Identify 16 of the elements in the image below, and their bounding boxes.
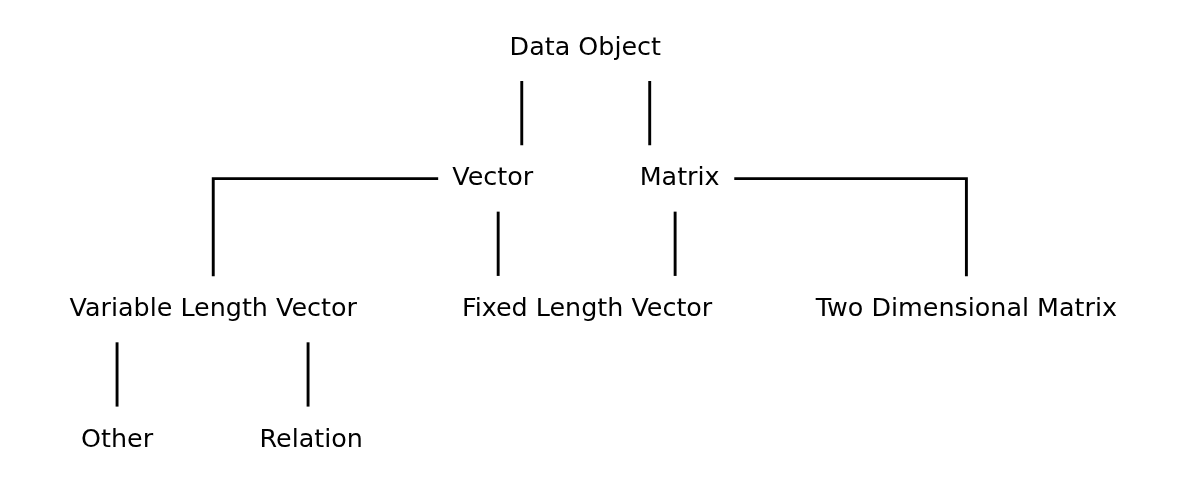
node-text: Two Dimensional Matrix xyxy=(815,292,1117,323)
node-text: Matrix xyxy=(639,161,720,192)
connector xyxy=(673,211,677,276)
connector xyxy=(496,211,500,276)
node-text: Vector xyxy=(451,161,533,192)
node-text: Data Object xyxy=(509,30,661,61)
connector xyxy=(115,342,118,407)
node-text: Other xyxy=(80,422,153,453)
connector xyxy=(733,177,968,277)
node-text: Fixed Length Vector xyxy=(461,292,712,323)
connector xyxy=(647,80,651,146)
node-text: Variable Length Vector xyxy=(69,292,357,323)
connector xyxy=(306,342,309,407)
connector xyxy=(211,177,438,277)
node-text: Relation xyxy=(259,422,363,453)
connector xyxy=(519,80,523,146)
